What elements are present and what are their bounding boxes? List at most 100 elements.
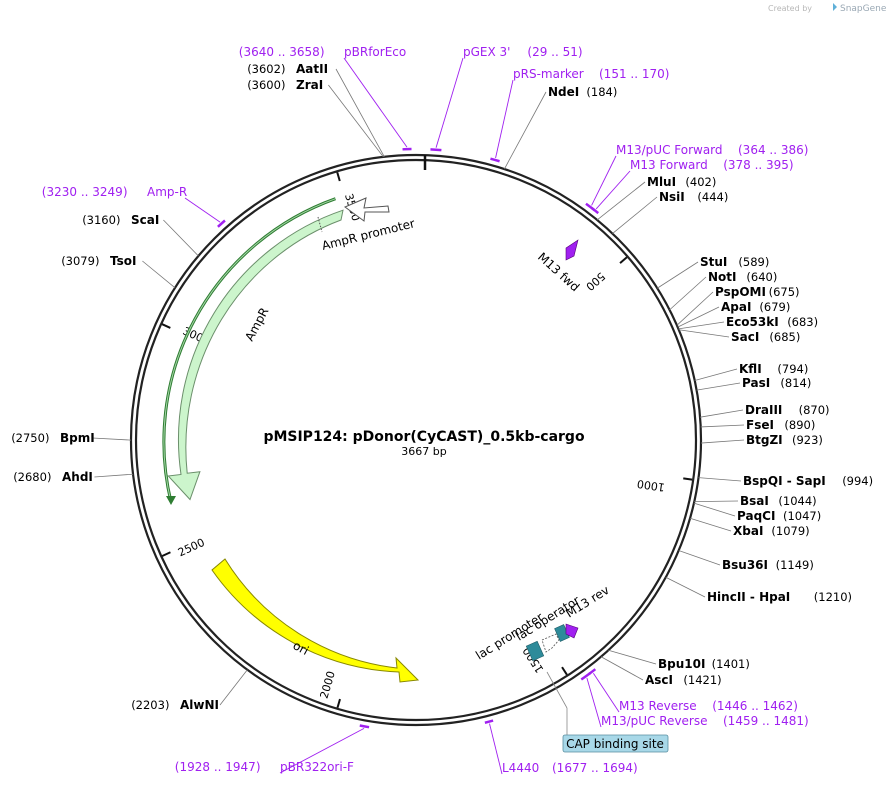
- site-name: BpmI: [60, 431, 95, 445]
- primer-m13-puc-forward[interactable]: M13/pUC Forward(364 .. 386): [616, 143, 808, 157]
- site-leader-bsai: [694, 500, 739, 503]
- site-scai[interactable]: ScaI(3160): [82, 213, 159, 227]
- site-position: (402): [685, 175, 716, 189]
- site-position: (1047): [783, 509, 821, 523]
- snapgene-logo-icon: [833, 3, 837, 11]
- site-zrai[interactable]: ZraI(3600): [247, 78, 323, 92]
- site-position: (184): [586, 85, 617, 99]
- site-alwni[interactable]: AlwNI(2203): [131, 698, 219, 712]
- m13-rev-feature[interactable]: [565, 623, 579, 639]
- site-xbai[interactable]: XbaI(1079): [733, 524, 810, 538]
- site-ahdi[interactable]: AhdI(2680): [13, 470, 93, 484]
- site-name: AatII: [296, 62, 328, 76]
- site-leader-pasi: [696, 382, 741, 391]
- site-name: MluI: [647, 175, 676, 189]
- primer-arc-m13-forward: [590, 206, 600, 215]
- site-saci[interactable]: SacI(685): [731, 330, 800, 344]
- site-draiii[interactable]: DraIII(870): [745, 403, 830, 417]
- site-position: (3160): [82, 213, 120, 227]
- site-aatii[interactable]: AatII(3602): [247, 62, 328, 76]
- primer-pgex-3[interactable]: pGEX 3'(29 .. 51): [463, 45, 583, 59]
- tick-3500: [336, 172, 341, 182]
- site-bpu10i[interactable]: Bpu10I(1401): [658, 657, 750, 671]
- site-eco53ki[interactable]: Eco53kI (683): [726, 315, 818, 329]
- primer-leader-pbr322ori-f: [279, 727, 365, 774]
- site-name: AlwNI: [180, 698, 219, 712]
- site-name: Bpu10I: [658, 657, 705, 671]
- primer-leader-amp-r: [184, 197, 221, 223]
- cap-binding-site-badge[interactable]: [562, 734, 669, 753]
- primer-name: pRS-marker: [513, 67, 584, 81]
- primer-position: (364 .. 386): [738, 143, 808, 157]
- site-position: (794): [777, 362, 808, 376]
- site-stui[interactable]: StuI(589): [700, 255, 769, 269]
- backbone-inner-ring: [134, 158, 698, 722]
- site-hincii-hpai[interactable]: HincII - HpaI(1210): [707, 590, 852, 604]
- primer-leader-pgex-3: [435, 57, 464, 148]
- primer-position: (3640 .. 3658): [239, 45, 325, 59]
- ampr-arc-arrowhead: [166, 496, 176, 505]
- site-leader-nsii: [612, 196, 658, 234]
- primer-arc-pgex-3: [430, 148, 442, 152]
- site-fsei[interactable]: FseI(890): [746, 418, 815, 432]
- primer-name: Amp-R: [147, 185, 187, 199]
- site-tsoi[interactable]: TsoI(3079): [61, 254, 136, 268]
- site-leader-scai: [163, 219, 199, 257]
- site-pspomi[interactable]: PspOMI(675): [715, 285, 800, 299]
- site-asci[interactable]: AscI(1421): [645, 673, 722, 687]
- site-mlui[interactable]: MluI (402): [647, 175, 716, 189]
- site-position: (994): [842, 474, 873, 488]
- site-leader-zrai: [328, 84, 384, 158]
- site-name: Eco53kI: [726, 315, 779, 329]
- site-bsai[interactable]: BsaI(1044): [740, 494, 817, 508]
- primer-m13-puc-reverse[interactable]: M13/pUC Reverse(1459 .. 1481): [601, 714, 809, 728]
- tick-label-2500: 2500: [176, 536, 207, 559]
- site-name: BspQI - SapI: [743, 474, 826, 488]
- site-position: (589): [738, 255, 769, 269]
- ampr-outer-arc: [162, 197, 337, 503]
- site-bpmi[interactable]: BpmI(2750): [11, 431, 95, 445]
- ori-feature[interactable]: [211, 558, 420, 683]
- site-ndei[interactable]: NdeI (184): [548, 85, 617, 99]
- site-leader-pspomi: [676, 291, 714, 326]
- lac-promoter-feature[interactable]: [541, 633, 560, 653]
- site-leader-btgzi: [700, 439, 745, 444]
- site-name: NdeI: [548, 85, 579, 99]
- site-leader-xbai: [689, 517, 732, 532]
- site-leader-draiii: [700, 409, 744, 418]
- site-apai[interactable]: ApaI(679): [721, 300, 790, 314]
- primer-leader-m13-forward: [595, 170, 631, 210]
- primer-m13-reverse[interactable]: M13 Reverse(1446 .. 1462): [619, 699, 798, 713]
- site-leader-hincii-hpai: [665, 576, 706, 598]
- site-position: (1149): [776, 558, 814, 572]
- primer-l4440[interactable]: L4440(1677 .. 1694): [502, 761, 638, 775]
- site-bspqi-sapi[interactable]: BspQI - SapI (994): [743, 474, 873, 488]
- site-leader-apai: [677, 306, 720, 328]
- primer-pbrforeco[interactable]: pBRforEco(3640 .. 3658): [239, 45, 406, 59]
- site-leader-mlui: [596, 181, 646, 221]
- ampr-feature[interactable]: [167, 209, 344, 501]
- primer-arc-l4440: [484, 719, 494, 724]
- site-noti[interactable]: NotI(640): [708, 270, 777, 284]
- site-pasi[interactable]: PasI(814): [742, 376, 811, 390]
- site-nsii[interactable]: NsiI(444): [659, 190, 728, 204]
- site-bsu36i[interactable]: Bsu36I(1149): [722, 558, 814, 572]
- site-paqci[interactable]: PaqCI(1047): [737, 509, 821, 523]
- site-position: (683): [787, 315, 818, 329]
- site-btgzi[interactable]: BtgZI(923): [746, 433, 823, 447]
- cap-binding-site-label: CAP binding site: [566, 737, 664, 751]
- site-leader-eco53ki: [678, 321, 725, 330]
- primer-amp-r[interactable]: Amp-R(3230 .. 3249): [42, 185, 187, 199]
- primer-prs-marker[interactable]: pRS-marker(151 .. 170): [513, 67, 669, 81]
- primer-m13-forward[interactable]: M13 Forward(378 .. 395): [630, 158, 794, 172]
- m13-fwd-feature[interactable]: [565, 239, 579, 261]
- site-kfli[interactable]: KflI(794): [739, 362, 808, 376]
- ampr-promoter-feature[interactable]: [344, 197, 390, 222]
- primer-arc-m13-puc-reverse: [580, 672, 591, 681]
- lac-operator-feature[interactable]: [525, 640, 545, 662]
- tick-3000: [161, 323, 171, 329]
- primer-leader-pbrforeco: [343, 57, 408, 148]
- primer-pbr322ori-f[interactable]: pBR322ori-F(1928 .. 1947): [175, 760, 354, 774]
- site-leader-bpmi: [92, 437, 132, 441]
